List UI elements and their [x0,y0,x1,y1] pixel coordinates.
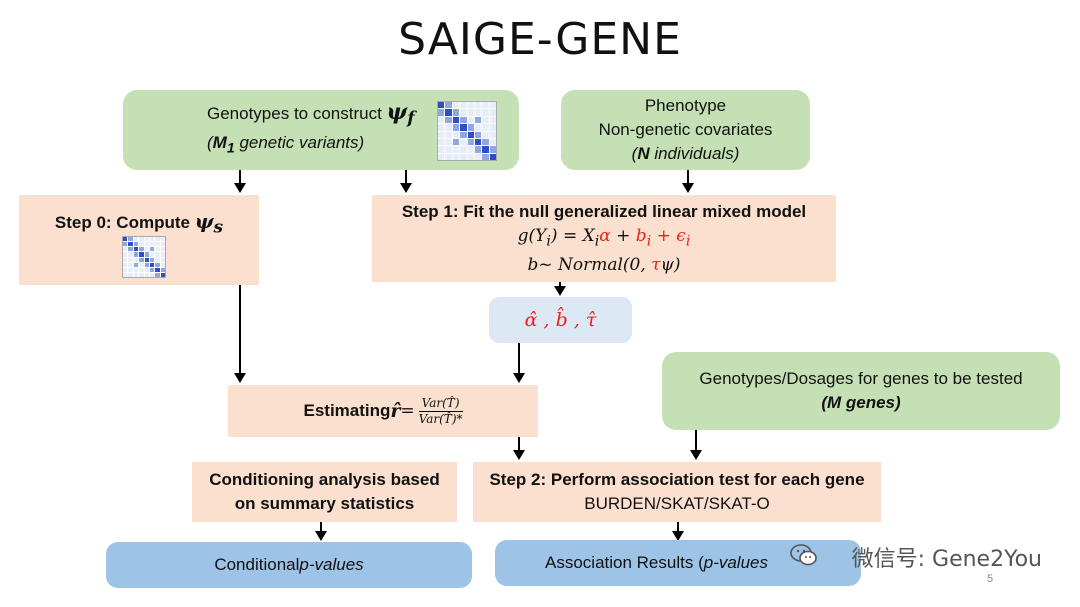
ratio-fraction: Var(T̂) Var(T̂)* [418,395,463,426]
arrow-step0-to-estimating [234,285,246,383]
step0-label: Step 0: Compute ψs [54,209,224,238]
step2-methods: BURDEN/SKAT/SKAT-O [584,494,770,513]
step1-box: Step 1: Fit the null generalized linear … [372,195,836,282]
phenotype-label: Phenotype [644,96,727,115]
estimates-box: α̂ , b̂ , τ̂ [489,297,632,343]
wechat-icon [790,544,818,566]
conditioning-line2: on summary statistics [234,494,415,513]
step1-equation-2: b~ Normal(0, τψ) [527,255,681,276]
kinship-matrix-icon-large [437,101,497,161]
phenotype-box: Phenotype Non-genetic covariates (N indi… [561,90,810,170]
conditioning-line1: Conditioning analysis based [209,470,440,489]
step1-equation-1: g(Yi) = Xiα + bi + ϵi [517,225,691,250]
arrow-estimates-to-estimating [513,343,525,383]
association-results-box: Association Results (p-values [495,540,861,586]
arrow-genotypes-to-step1 [400,170,412,193]
genotypes-line1: Genotypes to construct ψf [207,99,415,129]
step1-label: Step 1: Fit the null generalized linear … [401,201,807,221]
arrow-estimating-to-step2 [513,437,525,460]
genes-box: Genotypes/Dosages for genes to be tested… [662,352,1060,430]
conditional-pvalues-box: Conditional p-values [106,542,472,588]
arrow-step1-to-estimates [554,282,566,296]
individuals-label: (N individuals) [631,144,740,163]
genes-label: Genotypes/Dosages for genes to be tested [699,369,1023,388]
kinship-matrix-icon-small [122,236,166,278]
step2-box: Step 2: Perform association test for eac… [473,462,881,522]
arrow-genotypes-to-step0 [234,170,246,193]
arrow-step2-to-results [672,522,684,541]
arrow-conditioning-to-results [315,522,327,541]
page-number: 5 [987,573,994,585]
estimating-box: Estimating r̂ = Var(T̂) Var(T̂)* [228,385,538,437]
page-title: SAIGE-GENE [398,14,682,65]
covariates-label: Non-genetic covariates [598,120,773,139]
conditioning-box: Conditioning analysis based on summary s… [192,462,457,522]
arrow-genes-to-step2 [690,430,702,460]
step2-label: Step 2: Perform association test for eac… [489,470,865,489]
estimates-text: α̂ , b̂ , τ̂ [524,309,597,331]
genotypes-line2: (M1 genetic variants) [207,132,365,156]
arrow-phenotype-to-step1 [682,170,694,193]
watermark-text: 微信号: Gene2You [851,547,1042,572]
genes-count-label: (M genes) [821,393,901,412]
